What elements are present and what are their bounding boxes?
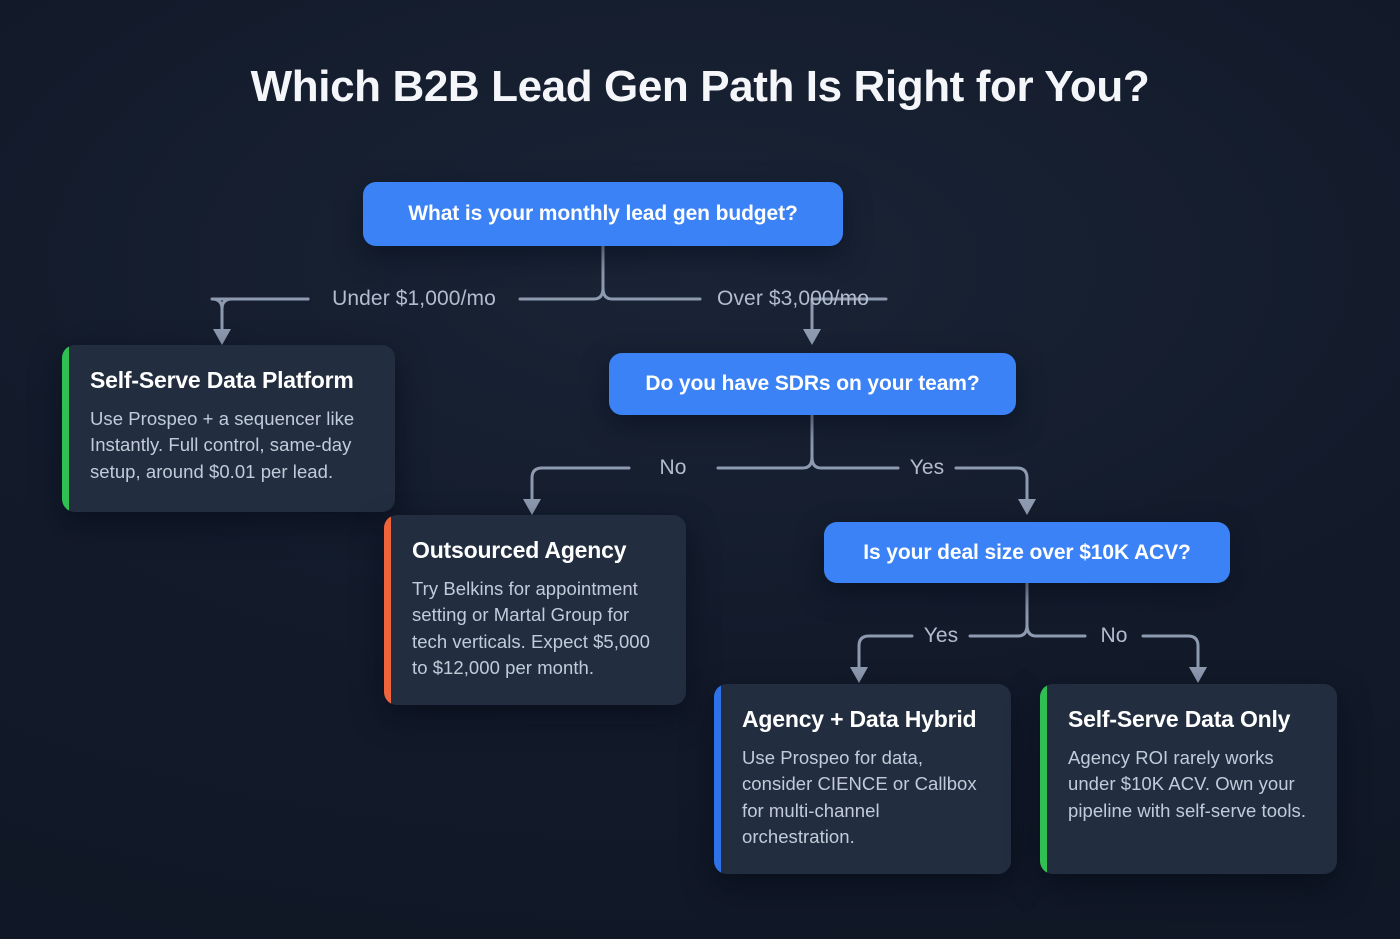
- outcome-card-agency-data-hybrid[interactable]: Agency + Data Hybrid Use Prospeo for dat…: [714, 684, 1011, 874]
- outcome-title: Outsourced Agency: [412, 537, 627, 563]
- connector-dealsize-no-elbow: [1186, 634, 1200, 670]
- accent-bar-green: [62, 345, 69, 512]
- connector-budget-left-corner: [220, 297, 234, 332]
- edge-label-dealsize-yes: Yes: [923, 624, 959, 647]
- connector-sdrs-yes-elbow: [1015, 466, 1029, 502]
- outcome-body: Use Prospeo for data, consider CIENCE or…: [742, 747, 977, 847]
- connector-dealsize-stem: [1025, 581, 1038, 638]
- decision-node-budget[interactable]: What is your monthly lead gen budget?: [363, 182, 843, 246]
- outcome-body: Agency ROI rarely works under $10K ACV. …: [1068, 747, 1307, 821]
- accent-bar-orange: [384, 515, 391, 705]
- outcome-title: Self-Serve Data Only: [1068, 706, 1291, 732]
- arrowhead-dealsize-decision: [1018, 499, 1036, 515]
- outcome-title: Self-Serve Data Platform: [90, 367, 354, 393]
- arrowhead-sdrs-decision: [803, 329, 821, 345]
- edge-label-sdrs-no: No: [659, 456, 687, 479]
- outcome-card-outsourced-agency[interactable]: Outsourced Agency Try Belkins for appoin…: [384, 515, 686, 705]
- outcome-body: Try Belkins for appointment setting or M…: [412, 578, 650, 678]
- connector-dealsize-yes-elbow: [857, 634, 871, 670]
- outcome-body: Use Prospeo + a sequencer like Instantly…: [90, 408, 355, 482]
- connector-budget-left-elbow: [210, 297, 310, 334]
- outcome-card-self-serve-data-platform[interactable]: Self-Serve Data Platform Use Prospeo + a…: [62, 345, 395, 512]
- edge-label-sdrs-yes: Yes: [909, 456, 945, 479]
- arrowhead-agency-data-hybrid: [850, 667, 868, 683]
- edge-label-budget-under: Under $1,000/mo: [332, 287, 496, 310]
- arrowhead-self-serve-data-only: [1189, 667, 1207, 683]
- connector-budget-stem-left: [592, 286, 605, 301]
- connector-sdrs-stem: [810, 413, 823, 470]
- arrowhead-self-serve-platform: [213, 329, 231, 345]
- outcome-title: Agency + Data Hybrid: [742, 706, 977, 732]
- connector-dealsize-stem-left: [1016, 623, 1029, 638]
- accent-bar-green: [1040, 684, 1047, 874]
- decision-node-deal-size[interactable]: Is your deal size over $10K ACV?: [824, 522, 1230, 583]
- connector-sdrs-stem-left: [801, 455, 814, 470]
- page-title: Which B2B Lead Gen Path Is Right for You…: [250, 62, 1150, 111]
- decision-node-sdrs[interactable]: Do you have SDRs on your team?: [609, 353, 1016, 415]
- accent-bar-blue: [714, 684, 721, 874]
- outcome-card-self-serve-data-only[interactable]: Self-Serve Data Only Agency ROI rarely w…: [1040, 684, 1337, 874]
- arrowhead-outsourced-agency: [523, 499, 541, 515]
- edge-label-budget-over: Over $3,000/mo: [717, 287, 869, 310]
- edge-label-dealsize-no: No: [1100, 624, 1128, 647]
- connector-sdrs-no-elbow: [530, 466, 544, 502]
- connector-budget-stem: [601, 244, 614, 301]
